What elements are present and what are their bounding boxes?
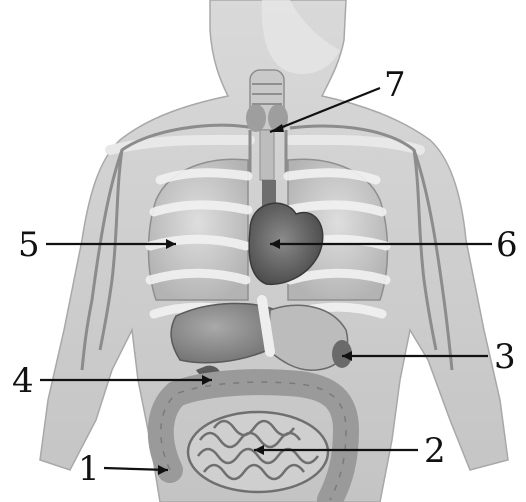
label-7: 7 <box>384 65 406 105</box>
label-5: 5 <box>18 225 40 265</box>
label-6: 6 <box>496 225 518 265</box>
trachea <box>260 130 274 180</box>
label-4: 4 <box>12 361 34 401</box>
label-3: 3 <box>494 337 516 377</box>
thyroid-gland <box>246 70 288 132</box>
label-1: 1 <box>78 449 100 489</box>
label-2: 2 <box>424 431 446 471</box>
